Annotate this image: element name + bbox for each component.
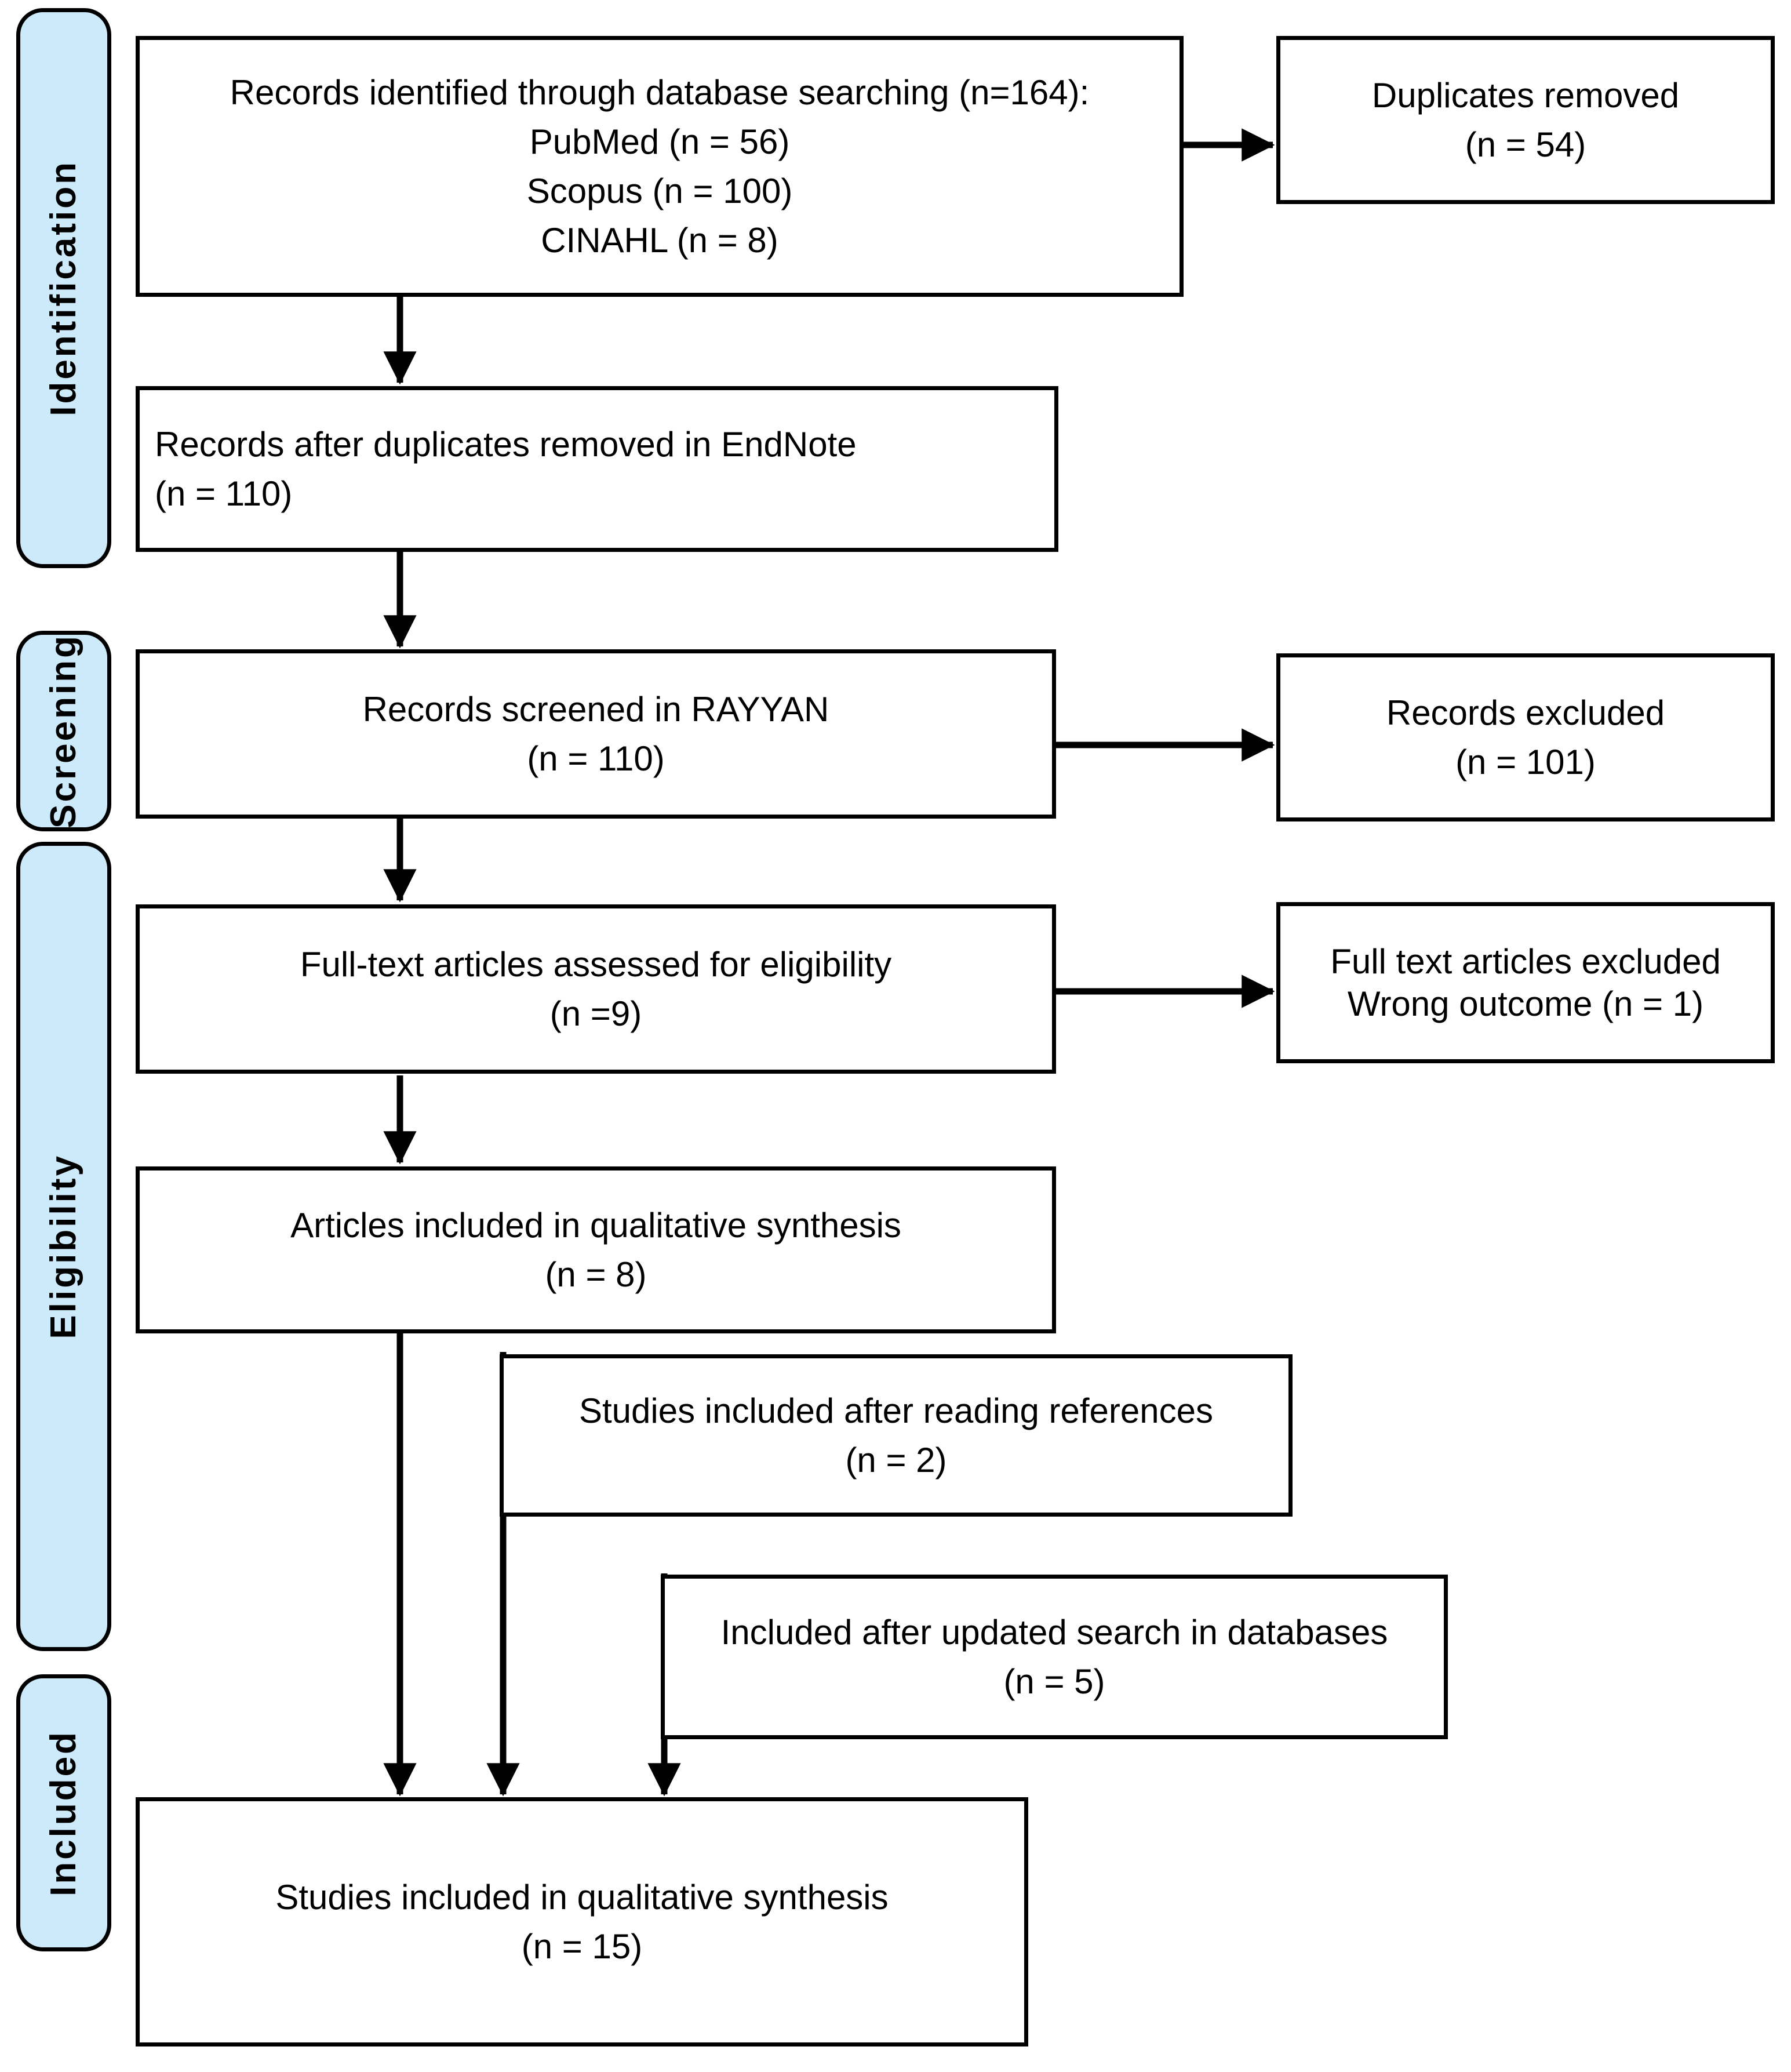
box-fulltext-assessed-line-0: Full-text articles assessed for eligibil… bbox=[300, 944, 892, 984]
box-updated-search-line-1: (n = 5) bbox=[1003, 1662, 1105, 1701]
box-duplicates-removed-line-1: (n = 54) bbox=[1465, 125, 1586, 164]
phase-label-screening: Screening bbox=[43, 634, 83, 828]
box-records-excluded-line-1: (n = 101) bbox=[1455, 743, 1596, 781]
box-records-after-duplicates-line-1: (n = 110) bbox=[155, 474, 293, 513]
box-fulltext-excluded: Full text articles excluded Wrong outcom… bbox=[1276, 902, 1775, 1063]
box-records-screened-line-1: (n = 110) bbox=[527, 739, 665, 778]
box-records-excluded-line-0: Records excluded bbox=[1386, 693, 1665, 732]
box-final-synthesis-line-0: Studies included in qualitative synthesi… bbox=[275, 1877, 889, 1917]
box-articles-qualitative: Articles included in qualitative synthes… bbox=[136, 1166, 1056, 1333]
phase-label-identification: Identification bbox=[43, 160, 83, 416]
box-fulltext-assessed-line-1: (n =9) bbox=[549, 994, 642, 1033]
box-fulltext-excluded-line-0: Full text articles excluded bbox=[1330, 942, 1721, 981]
box-records-identified-line-1: PubMed (n = 56) bbox=[529, 122, 790, 161]
box-records-identified: Records identified through database sear… bbox=[136, 36, 1184, 297]
phase-bar-screening: Screening bbox=[16, 631, 111, 831]
box-updated-search: Included after updated search in databas… bbox=[661, 1575, 1448, 1739]
phase-label-eligibility: Eligibility bbox=[43, 1154, 83, 1339]
box-studies-reading-references-line-1: (n = 2) bbox=[845, 1441, 947, 1480]
box-updated-search-line-0: Included after updated search in databas… bbox=[720, 1612, 1388, 1652]
box-studies-reading-references-line-0: Studies included after reading reference… bbox=[578, 1391, 1213, 1430]
box-duplicates-removed-line-0: Duplicates removed bbox=[1371, 75, 1680, 115]
box-records-screened-line-0: Records screened in RAYYAN bbox=[362, 689, 829, 729]
phase-bar-included: Included bbox=[16, 1674, 111, 1951]
box-fulltext-assessed: Full-text articles assessed for eligibil… bbox=[136, 904, 1056, 1074]
box-duplicates-removed: Duplicates removed (n = 54) bbox=[1276, 36, 1775, 204]
box-records-screened: Records screened in RAYYAN (n = 110) bbox=[136, 649, 1056, 819]
phase-bar-identification: Identification bbox=[16, 8, 111, 568]
phase-bar-eligibility: Eligibility bbox=[16, 842, 111, 1651]
box-articles-qualitative-line-0: Articles included in qualitative synthes… bbox=[290, 1205, 901, 1245]
box-studies-reading-references: Studies included after reading reference… bbox=[500, 1354, 1293, 1517]
phase-label-included: Included bbox=[43, 1729, 83, 1896]
box-records-identified-line-0: Records identified through database sear… bbox=[230, 72, 1090, 112]
box-records-excluded: Records excluded (n = 101) bbox=[1276, 653, 1775, 821]
box-fulltext-excluded-line-1: Wrong outcome (n = 1) bbox=[1347, 984, 1704, 1023]
box-articles-qualitative-line-1: (n = 8) bbox=[545, 1255, 647, 1294]
box-records-identified-line-2: Scopus (n = 100) bbox=[526, 172, 793, 210]
box-records-after-duplicates: Records after duplicates removed in EndN… bbox=[136, 386, 1058, 552]
box-records-after-duplicates-line-0: Records after duplicates removed in EndN… bbox=[155, 424, 857, 464]
box-final-synthesis: Studies included in qualitative synthesi… bbox=[136, 1797, 1028, 2046]
box-final-synthesis-line-1: (n = 15) bbox=[521, 1927, 643, 1966]
box-records-identified-line-3: CINAHL (n = 8) bbox=[541, 221, 778, 260]
